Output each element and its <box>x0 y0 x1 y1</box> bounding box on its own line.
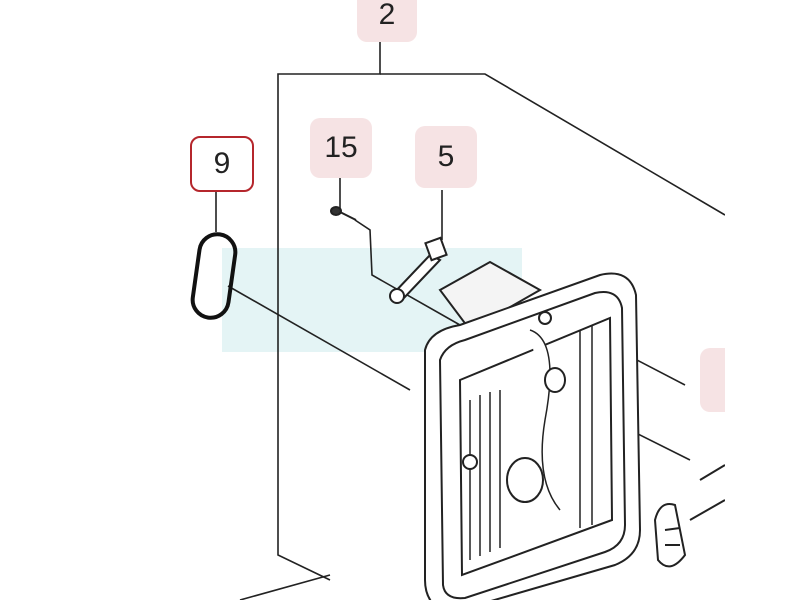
lever-part-5[interactable] <box>389 236 448 304</box>
callout-2[interactable]: 2 <box>357 0 417 42</box>
callout-5[interactable]: 5 <box>415 126 477 188</box>
image-margin <box>725 0 800 600</box>
callout-15[interactable]: 15 <box>310 118 372 178</box>
callout-label: 2 <box>378 0 396 31</box>
callout-partial-cut-off[interactable] <box>700 348 725 412</box>
air-filter-housing <box>424 260 642 600</box>
callout-label: 15 <box>324 131 358 164</box>
screw-part-15[interactable] <box>330 206 357 221</box>
side-component <box>653 464 726 568</box>
callout-9[interactable]: 9 <box>190 136 254 192</box>
o-ring-part-9[interactable] <box>190 232 238 320</box>
callout-label: 9 <box>213 147 231 180</box>
callout-label: 5 <box>437 140 455 173</box>
